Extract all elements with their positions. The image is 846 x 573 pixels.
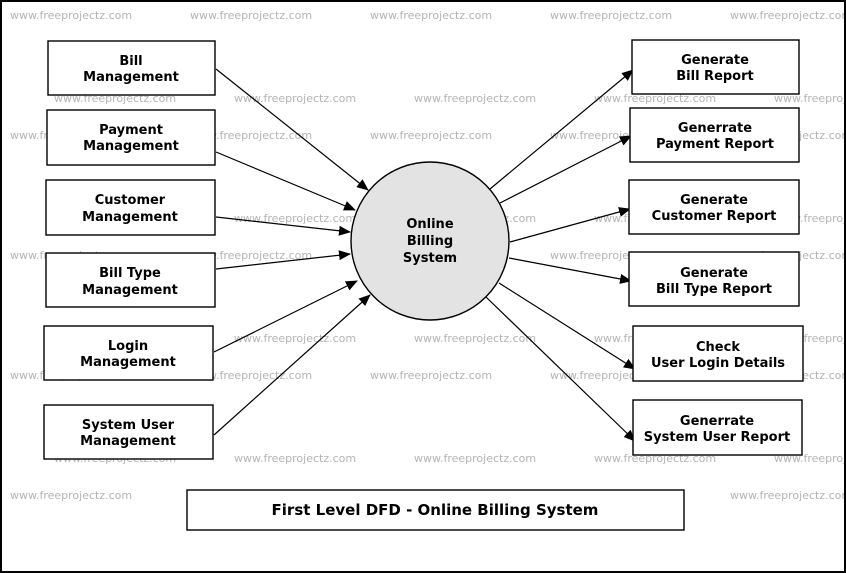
watermark-text: www.freeprojectz.com bbox=[234, 332, 356, 345]
entity-box bbox=[46, 109, 216, 166]
watermark-text: www.freeprojectz.com bbox=[550, 9, 672, 22]
flow-arrow bbox=[213, 294, 371, 436]
entity-label: User Login Details bbox=[651, 356, 785, 371]
entity-label: Bill Type bbox=[99, 266, 161, 281]
entity-label: Bill Type Report bbox=[656, 282, 772, 297]
entity-label: Generrate bbox=[678, 121, 752, 136]
process-label: System bbox=[403, 251, 457, 266]
process-label: Billing bbox=[407, 234, 453, 249]
entity-label: Management bbox=[83, 139, 179, 154]
watermark-text: www.freeprojectz.com bbox=[730, 9, 844, 22]
diagram-title: First Level DFD - Online Billing System bbox=[272, 501, 599, 519]
output-flows bbox=[485, 69, 636, 442]
flow-arrow bbox=[215, 250, 351, 270]
entity-label: Check bbox=[696, 340, 740, 355]
output-entity-bill-report: Generate Bill Report bbox=[631, 39, 800, 95]
entity-label: Login bbox=[108, 339, 148, 354]
entity-label: Generrate bbox=[680, 414, 754, 429]
entity-label: Generate bbox=[681, 53, 749, 68]
input-entity-payment: Payment Management bbox=[46, 109, 216, 166]
watermark-text: www.freeprojectz.com bbox=[414, 452, 536, 465]
watermark-text: www.freeprojectz.com bbox=[414, 92, 536, 105]
entity-label: Bill bbox=[119, 54, 142, 69]
watermark-text: www.freeprojectz.com bbox=[414, 332, 536, 345]
entity-label: Management bbox=[82, 210, 178, 225]
flow-arrow bbox=[499, 135, 632, 204]
diagram-title-box: First Level DFD - Online Billing System bbox=[186, 489, 685, 531]
watermark-text: www.freeprojectz.com bbox=[190, 249, 312, 262]
watermark-text: www.freeprojectz.com bbox=[370, 129, 492, 142]
entity-label: Payment Report bbox=[656, 137, 774, 152]
entity-label: System User bbox=[82, 418, 175, 433]
entity-box bbox=[628, 179, 800, 235]
entity-box bbox=[47, 40, 216, 96]
flow-arrow bbox=[509, 207, 631, 243]
input-entity-system-user: System User Management bbox=[43, 404, 214, 460]
entity-label: Generate bbox=[680, 193, 748, 208]
flow-arrow bbox=[489, 69, 634, 190]
output-entity-login-details: Check User Login Details bbox=[632, 325, 804, 382]
process-circle bbox=[350, 161, 510, 321]
output-entity-customer-report: Generate Customer Report bbox=[628, 179, 800, 235]
process-label: Online bbox=[406, 217, 453, 232]
flow-arrow bbox=[485, 296, 636, 442]
output-entity-bill-type-report: Generate Bill Type Report bbox=[628, 251, 800, 307]
watermark-text: www.freeprojectz.com bbox=[10, 9, 132, 22]
input-flows bbox=[213, 68, 371, 436]
watermark-text: www.freeprojectz.com bbox=[730, 489, 844, 502]
entity-label: Payment bbox=[99, 123, 163, 138]
entity-box bbox=[629, 107, 800, 163]
flow-arrow bbox=[215, 151, 356, 211]
flow-arrow bbox=[215, 68, 369, 191]
watermark-text: www.freeprojectz.com bbox=[370, 369, 492, 382]
entity-box bbox=[45, 179, 216, 236]
entity-label: Customer Report bbox=[652, 209, 777, 224]
entity-box bbox=[631, 39, 800, 95]
entity-box bbox=[45, 252, 216, 308]
flow-arrow bbox=[213, 280, 358, 353]
entity-label: Management bbox=[83, 70, 179, 85]
entity-label: Bill Report bbox=[676, 69, 754, 84]
watermark-text: www.freeprojectz.com bbox=[190, 129, 312, 142]
entity-label: Management bbox=[80, 434, 176, 449]
watermark-text: www.freeprojectz.com bbox=[774, 92, 844, 105]
watermark-text: www.freeprojectz.com bbox=[234, 92, 356, 105]
watermark-text: www.freeprojectz.com bbox=[370, 9, 492, 22]
entity-label: Customer bbox=[95, 193, 166, 208]
input-entity-bill-type: Bill Type Management bbox=[45, 252, 216, 308]
watermark-text: www.freeprojectz.com bbox=[234, 212, 356, 225]
watermark-text: www.freeprojectz.com bbox=[234, 452, 356, 465]
entity-label: System User Report bbox=[644, 430, 790, 445]
entity-box bbox=[632, 325, 804, 382]
flow-arrow bbox=[508, 257, 632, 284]
title-frame bbox=[186, 489, 685, 531]
output-entity-payment-report: Generrate Payment Report bbox=[629, 107, 800, 163]
watermark-text: www.freeprojectz.com bbox=[594, 92, 716, 105]
entity-box bbox=[632, 399, 803, 456]
output-entity-system-user-report: Generrate System User Report bbox=[632, 399, 803, 456]
watermark-text: www.freeprojectz.com bbox=[190, 369, 312, 382]
input-entity-customer: Customer Management bbox=[45, 179, 216, 236]
input-entity-login: Login Management bbox=[43, 325, 214, 381]
watermark-text: www.freeprojectz.com bbox=[190, 9, 312, 22]
entity-label: Management bbox=[80, 355, 176, 370]
entity-label: Generate bbox=[680, 266, 748, 281]
entity-box bbox=[628, 251, 800, 307]
entity-box bbox=[43, 325, 214, 381]
watermark-text: www.freeprojectz.com bbox=[10, 489, 132, 502]
input-entity-bill: Bill Management bbox=[47, 40, 216, 96]
entity-box bbox=[43, 404, 214, 460]
flow-arrow bbox=[498, 282, 636, 370]
process-node: Online Billing System bbox=[350, 161, 510, 321]
flow-arrow bbox=[215, 216, 351, 236]
entity-label: Management bbox=[82, 283, 178, 298]
